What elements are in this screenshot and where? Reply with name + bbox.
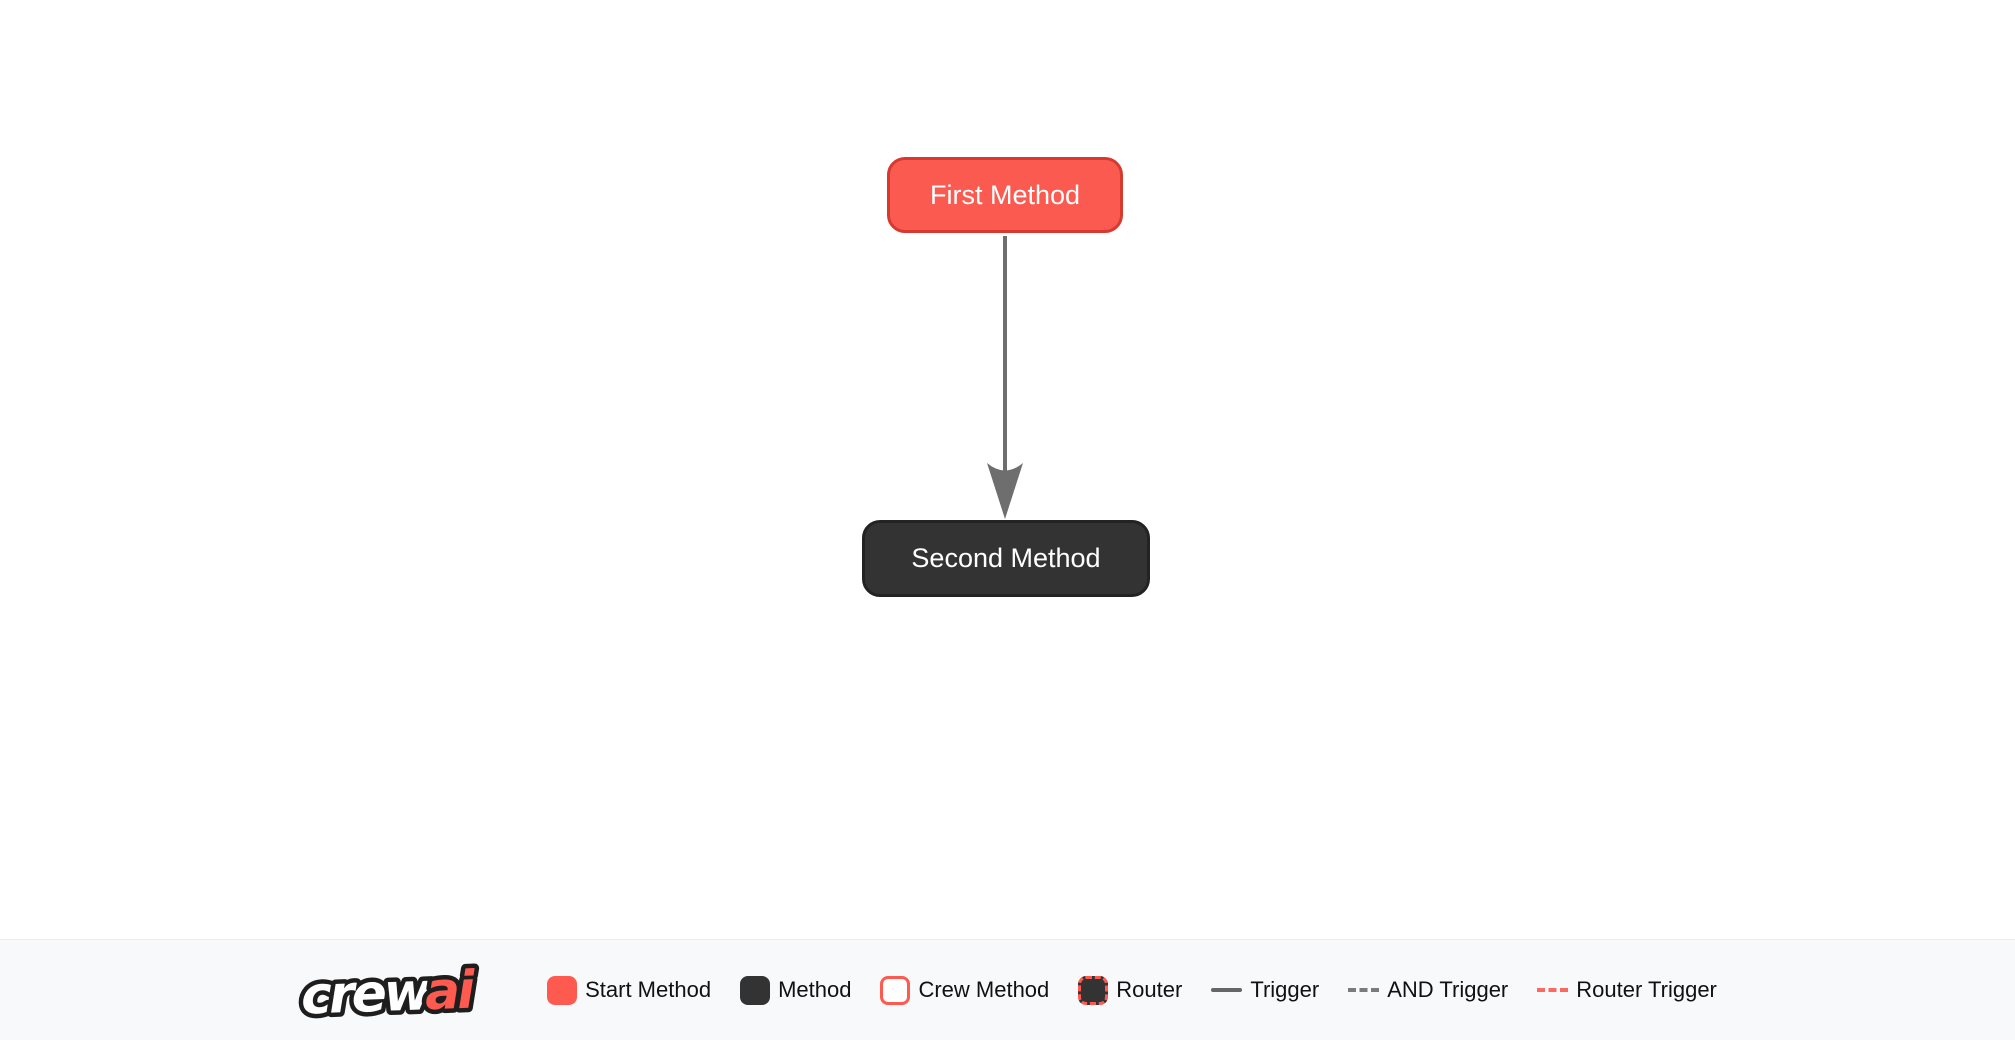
- router-swatch-icon: [1078, 975, 1109, 1005]
- node-first-method[interactable]: First Method: [887, 157, 1123, 233]
- trigger-edge: [987, 236, 1023, 519]
- legend-item-trigger: Trigger: [1211, 977, 1319, 1003]
- node-second-method[interactable]: Second Method: [862, 520, 1150, 597]
- legend-label-and-trigger: AND Trigger: [1387, 977, 1509, 1002]
- legend-item-router-trigger: Router Trigger: [1537, 977, 1717, 1003]
- legend-item-crew-method: Crew Method: [880, 975, 1050, 1005]
- router-trigger-line-icon: [1537, 988, 1569, 992]
- crewai-logo-ai-text: ai: [424, 961, 477, 1023]
- crewai-logo-crew-text: crew: [300, 962, 434, 1025]
- legend-label-start-method: Start Method: [585, 977, 712, 1002]
- legend-item-start-method: Start Method: [547, 975, 712, 1005]
- method-swatch-icon: [740, 975, 771, 1005]
- legend-label-crew-method: Crew Method: [918, 977, 1050, 1002]
- and-trigger-line-icon: [1348, 988, 1380, 992]
- legend-item-method: Method: [740, 975, 852, 1005]
- flow-diagram-canvas[interactable]: First Method Second Method: [0, 0, 2015, 940]
- crewai-logo: crew ai: [298, 956, 482, 1025]
- legend-label-router-trigger: Router Trigger: [1576, 977, 1717, 1002]
- legend-item-and-trigger: AND Trigger: [1348, 977, 1508, 1003]
- legend-label-router: Router: [1116, 977, 1183, 1002]
- legend-bar: crew ai Start Method Method Crew Method …: [0, 939, 2015, 1040]
- legend-label-trigger: Trigger: [1250, 977, 1320, 1002]
- legend-item-router: Router: [1078, 975, 1183, 1005]
- legend-label-method: Method: [778, 977, 852, 1002]
- trigger-edge-arrowhead-icon: [987, 463, 1023, 519]
- trigger-line-icon: [1211, 988, 1243, 992]
- start-method-swatch-icon: [547, 975, 578, 1005]
- crew-method-swatch-icon: [880, 975, 911, 1005]
